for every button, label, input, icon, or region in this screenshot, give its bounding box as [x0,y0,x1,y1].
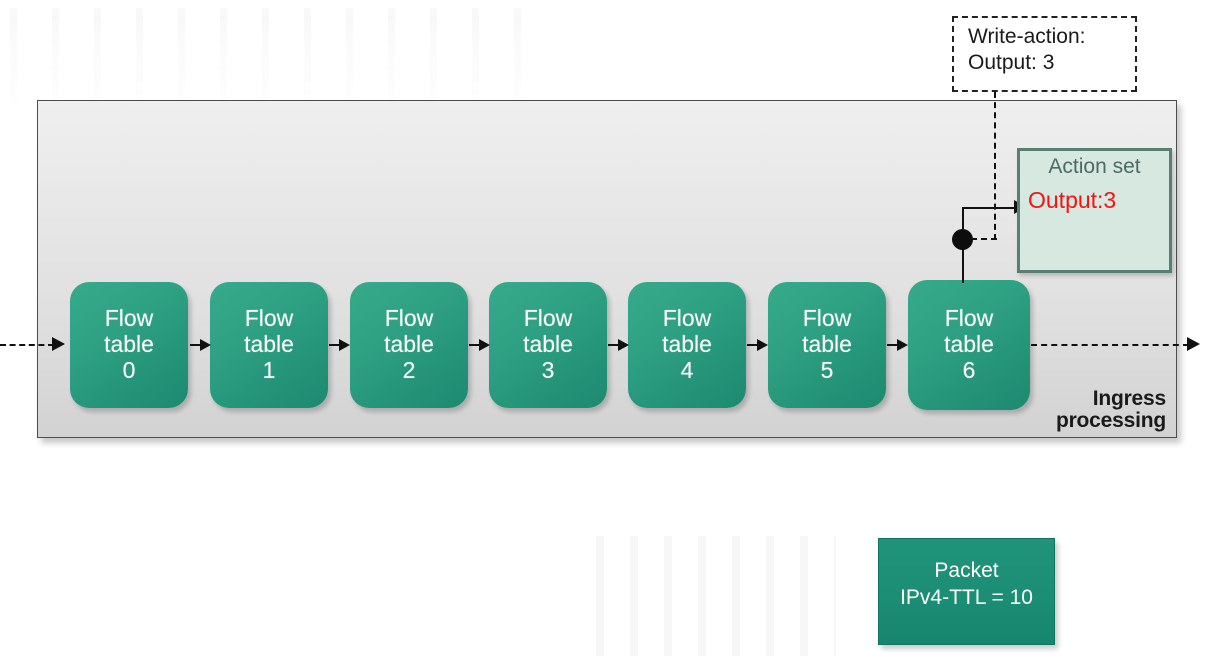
write-action-line-2: Output: 3 [968,50,1055,74]
flow-table-6-line-2: table [944,331,994,358]
flow-table-0-line-1: Flow [104,305,154,332]
flow-table-6[interactable]: Flow table 6 [908,280,1030,410]
write-action-callout: Write-action: Output: 3 [952,16,1137,92]
flow-table-5-index: 5 [820,356,834,383]
flow-table-1-line-1: Flow [244,305,294,332]
flow-table-2-line-1: Flow [384,305,434,332]
flow-table-3-line-1: Flow [523,305,573,332]
flow-table-5[interactable]: Flow table 5 [768,282,886,408]
flow-table-0-index: 0 [122,356,136,383]
ingress-label-line-2: processing [1055,408,1166,432]
arrow-head-icon [52,337,65,351]
ingress-processing-label: Ingress processing [996,386,1167,432]
flow-table-4-line-1: Flow [662,305,712,332]
flow-table-2-line-2: table [384,331,434,358]
write-action-line-1: Write-action: [968,25,1086,48]
flow-table-0-line-2: table [104,331,154,358]
flow-table-6-index: 6 [962,356,976,383]
pipeline-entry-arrow [0,337,68,351]
flow-table-1-index: 1 [262,356,276,383]
flow-table-3-line-2: table [523,331,573,358]
arrow-shaft [1031,344,1189,346]
flow-table-5-line-2: table [802,331,852,358]
packet-title: Packet [934,559,999,582]
action-set-value: Output:3 [1028,187,1117,213]
flow-table-2-index: 2 [402,356,416,383]
action-set-title: Action set [1048,155,1141,178]
flow-table-6-line-1: Flow [944,305,994,332]
flow-table-4-line-2: table [662,331,712,358]
arrow-head-icon [1187,337,1200,351]
arrow-shaft [0,344,54,346]
ingress-label-line-1: Ingress [1092,386,1167,410]
pipeline-exit-arrow [1031,337,1211,351]
packet-ttl-value: IPv4-TTL = 10 [900,586,1033,610]
packet-box[interactable]: Packet IPv4-TTL = 10 [878,538,1055,645]
flow-table-1-line-2: table [244,331,294,358]
flow-table-3[interactable]: Flow table 3 [489,282,607,408]
flow-table-5-line-1: Flow [802,305,852,332]
flow-table-2[interactable]: Flow table 2 [350,282,468,408]
flow-table-3-index: 3 [541,356,555,383]
flow-table-0[interactable]: Flow table 0 [70,282,188,408]
background-watermark-bottom [596,536,836,656]
action-set-box[interactable]: Action set Output:3 [1017,148,1172,273]
flow-table-1[interactable]: Flow table 1 [210,282,328,408]
flow-table-4[interactable]: Flow table 4 [628,282,746,408]
flow-table-4-index: 4 [680,356,694,383]
